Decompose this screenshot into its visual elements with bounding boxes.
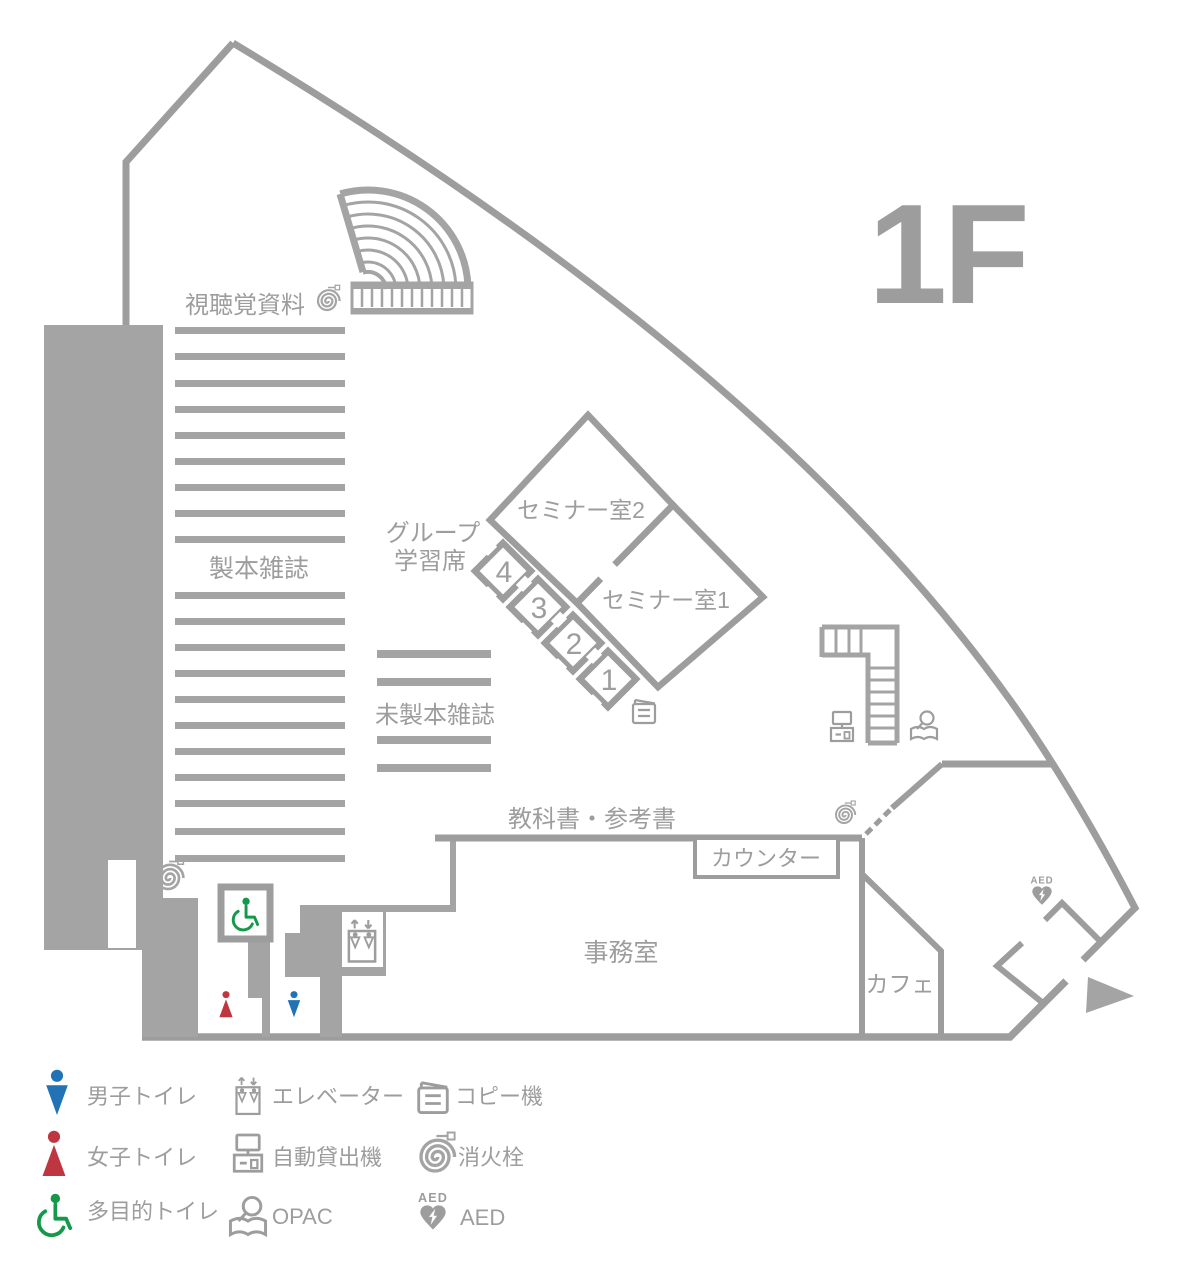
elevator-wall-south bbox=[342, 967, 386, 976]
unbound-magazine-shelves: 未製本雑誌 bbox=[375, 650, 495, 772]
room-label-seminar-2: セミナー室2 bbox=[517, 497, 645, 523]
aed-map-marker: AED bbox=[1030, 876, 1053, 905]
room-label-seminar-1: セミナー室1 bbox=[602, 587, 730, 613]
bound-magazine-shelves: 製本雑誌 bbox=[175, 327, 345, 862]
entrance: AED bbox=[992, 876, 1134, 1013]
area-label-textbooks: 教科書・参考書 bbox=[508, 806, 676, 833]
legend-label: エレベーター bbox=[272, 1084, 404, 1109]
seminar-rooms: セミナー室2 セミナー室1 bbox=[485, 410, 768, 692]
outer-wall-curve bbox=[231, 40, 1140, 963]
west-core-block bbox=[44, 325, 163, 950]
outer-wall-left bbox=[122, 40, 236, 328]
legend-label: 女子トイレ bbox=[87, 1145, 197, 1170]
opac-icon bbox=[228, 1195, 268, 1237]
male-toilet-icon bbox=[287, 991, 301, 1018]
opac-icon bbox=[909, 710, 939, 741]
outer-wall-bottom bbox=[142, 978, 1069, 1041]
area-label-counter: カウンター bbox=[711, 846, 821, 871]
copier-icon bbox=[631, 698, 657, 725]
aed-icon: AED bbox=[418, 1191, 448, 1230]
male-toilet-icon bbox=[46, 1069, 68, 1115]
office-wall-west bbox=[450, 838, 456, 912]
seminar-door-gap bbox=[596, 560, 618, 582]
stairs bbox=[819, 624, 900, 746]
group-study-box-4: 4 bbox=[470, 538, 536, 604]
legend: 男子トイレ 女子トイレ 多目的トイレ エレベーター 自動貸出機 OPAC コピー… bbox=[36, 1069, 543, 1238]
toilet-block-west bbox=[142, 898, 198, 1037]
room-label-office: 事務室 bbox=[583, 939, 658, 967]
elevator-icon bbox=[235, 1076, 261, 1116]
aed-map-text: AED bbox=[1030, 876, 1053, 887]
counter-office-cafe: カウンター 教科書・参考書 事務室 カフェ bbox=[435, 760, 1053, 1035]
group-study-box-1: 1 bbox=[575, 646, 641, 712]
fire-hydrant-icon bbox=[316, 284, 341, 312]
entrance-arrow-icon bbox=[1086, 977, 1134, 1013]
seat-number: 4 bbox=[496, 556, 513, 589]
legend-label: 多目的トイレ bbox=[87, 1199, 219, 1224]
seat-number: 1 bbox=[601, 664, 618, 697]
legend-label: 消火栓 bbox=[458, 1145, 524, 1170]
wall-cafe bbox=[859, 871, 944, 1035]
corridor-wall bbox=[300, 905, 455, 912]
group-study-box-3: 3 bbox=[505, 574, 571, 640]
area-label-unbound-magazines: 未製本雑誌 bbox=[375, 702, 495, 729]
lending-machine-icon bbox=[232, 1133, 264, 1173]
legend-label: 男子トイレ bbox=[87, 1084, 197, 1109]
entrance-jamb-south bbox=[992, 940, 1045, 1006]
room-label-cafe: カフェ bbox=[866, 971, 935, 997]
seat-number: 3 bbox=[531, 592, 548, 625]
accessible-toilet-room bbox=[217, 883, 274, 943]
fire-hydrant-icon bbox=[835, 800, 857, 824]
entrance-jamb-north bbox=[1042, 898, 1103, 944]
lending-machine-icon bbox=[829, 710, 855, 743]
area-label-group-study-1: グループ bbox=[386, 520, 481, 547]
toilet-block-east bbox=[285, 907, 342, 1037]
legend-label: 自動貸出機 bbox=[272, 1145, 382, 1170]
floor-label: 1F bbox=[868, 175, 1026, 334]
legend-label: AED bbox=[460, 1205, 505, 1230]
female-toilet-icon bbox=[219, 991, 233, 1018]
legend-label: コピー機 bbox=[455, 1084, 543, 1109]
female-toilet-icon bbox=[42, 1130, 66, 1176]
fan-shelf bbox=[336, 186, 472, 290]
comb-shelf bbox=[350, 281, 474, 315]
audio-visual-area: 視聴覚資料 bbox=[185, 186, 474, 319]
copier-icon bbox=[417, 1081, 449, 1115]
area-label-bound-magazines: 製本雑誌 bbox=[209, 555, 309, 583]
accessible-toilet-icon bbox=[36, 1191, 73, 1238]
area-label-group-study-2: 学習席 bbox=[394, 548, 466, 575]
west-core-recess bbox=[108, 860, 136, 948]
group-study-box-2: 2 bbox=[540, 610, 606, 676]
staff-door bbox=[861, 808, 892, 839]
wall-counter-diagonal bbox=[890, 761, 944, 811]
aed-icon bbox=[1032, 886, 1052, 905]
group-study-area: 4 3 2 1 グループ 学習席 bbox=[386, 520, 657, 725]
legend-label: OPAC bbox=[272, 1204, 333, 1229]
building-outline bbox=[122, 40, 1140, 1041]
area-label-audio-visual: 視聴覚資料 bbox=[185, 292, 305, 319]
seat-number: 2 bbox=[566, 628, 583, 661]
toilet-area bbox=[155, 857, 383, 1018]
aed-icon-text: AED bbox=[418, 1191, 448, 1205]
wall-blocks bbox=[44, 325, 456, 1037]
fire-hydrant-icon bbox=[419, 1130, 457, 1173]
toilet-divider-wall bbox=[248, 938, 270, 1037]
counter-box bbox=[693, 836, 840, 879]
